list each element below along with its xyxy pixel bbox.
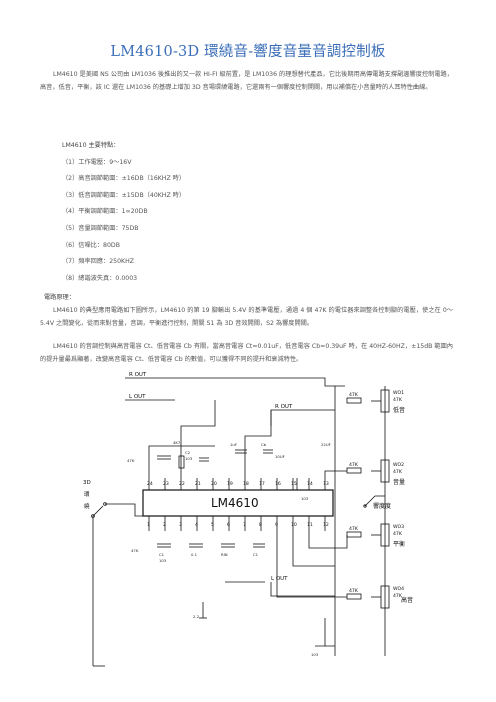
component-label: Cb — [261, 442, 267, 447]
rout-top-label: R OUT — [129, 372, 147, 378]
pot-value: 47K — [393, 531, 403, 537]
lout-top-label: L OUT — [129, 394, 146, 400]
pin-label: 22 — [179, 481, 185, 487]
pin-label: 15 — [291, 481, 297, 487]
component-label: 1uF — [230, 442, 237, 447]
switch-surround-label-2: 繞 — [84, 502, 90, 510]
feature-item: （4）平衡調節範圍：1∞20DB — [62, 208, 148, 216]
component-label: C1 — [253, 552, 259, 557]
series-res: 47K — [349, 462, 359, 468]
component-label: 103 — [311, 652, 319, 657]
feature-item: （5）音量調節範圍：75DB — [62, 224, 139, 232]
pot-name-volume: 音量 — [393, 478, 405, 486]
rout-mid-label: R OUT — [275, 404, 293, 410]
component-label: 4K7 — [173, 440, 181, 445]
pot-ref: WO4 — [393, 586, 404, 592]
pin-label: 6 — [227, 522, 230, 528]
pin-label: 5 — [211, 522, 214, 528]
pin-label: 11 — [307, 522, 313, 528]
pot-value: 47K — [393, 397, 403, 403]
pot-value: 47K — [393, 469, 403, 475]
pin-label: 4 — [195, 522, 198, 528]
pin-label: 9 — [275, 522, 278, 528]
component-label: RIN — [221, 552, 228, 557]
feature-item: （2）高音調節範圍：±16DB（16KHZ 時） — [62, 175, 186, 183]
pot-name-treble: 高音 — [401, 596, 413, 604]
component-label: 10UF — [275, 454, 285, 459]
feature-item: （8）總諧波失真：0.0003 — [62, 274, 138, 282]
pin-label: 1 — [147, 522, 150, 528]
pin-label: 21 — [195, 481, 201, 487]
component-label: 103 — [159, 558, 167, 563]
pot-ref: WO2 — [393, 462, 404, 468]
page-title: LM4610-3D 環繞音-響度音量音調控制板 — [110, 44, 386, 60]
pin-label: 10 — [291, 522, 297, 528]
principle-text: LM4610 的典型應用電路如下圖所示，LM4610 的第 19 腳輸出 5.4… — [40, 307, 453, 327]
chip-label: LM4610 — [211, 496, 259, 510]
series-res: 47K — [349, 526, 359, 532]
pin-label: 8 — [259, 522, 262, 528]
features-list: LM4610 主要特點： （1）工作電壓：9～16V （2）高音調節範圍：±16… — [62, 138, 362, 287]
features-heading: LM4610 主要特點： — [62, 142, 120, 149]
pin-label: 16 — [275, 481, 281, 487]
component-label: 103 — [301, 496, 309, 501]
pin-label: 18 — [243, 481, 249, 487]
intro-paragraph: LM4610 是美國 NS 公司由 LM1036 後推出的又一款 HI-FI 級… — [40, 68, 453, 94]
pin-label: 13 — [323, 481, 329, 487]
component-label: 0.1 — [191, 552, 198, 557]
feature-item: （7）頻率回應：250KHZ — [62, 258, 135, 266]
principle-paragraph: 電路原理： LM4610 的典型應用電路如下圖所示，LM4610 的第 19 腳… — [40, 291, 453, 330]
lout-mid-label: L OUT — [271, 576, 288, 582]
component-label: 22UF — [321, 442, 331, 447]
pin-label: 12 — [323, 522, 329, 528]
principle-heading: 電路原理： — [44, 294, 75, 301]
component-label: 47K — [127, 458, 135, 463]
component-label: C1 — [159, 552, 165, 557]
pot-ref: WO3 — [393, 524, 404, 530]
tone-text: LM4610 的音調控制與高音電容 Ct、低音電容 Cb 有關，當高音電容 Ct… — [40, 343, 453, 363]
pin-label: 20 — [211, 481, 217, 487]
series-res: 47K — [349, 392, 359, 398]
feature-item: （3）低音調節範圍：±15DB（40KHZ 時） — [62, 191, 186, 199]
pin-label: 17 — [259, 481, 265, 487]
pin-label: 23 — [163, 481, 169, 487]
component-label: 47K — [131, 548, 139, 553]
pot-ref: WO1 — [393, 390, 404, 396]
feature-item: （1）工作電壓：9～16V — [62, 158, 132, 166]
pin-label: 3 — [179, 522, 182, 528]
component-label: 103 — [185, 456, 193, 461]
series-res: 47K — [349, 588, 359, 594]
pin-label: 24 — [147, 481, 153, 487]
pot-name-balance: 平衡 — [393, 540, 405, 548]
pot-value: 47K — [393, 593, 403, 599]
switch-surround-label-1: 環 — [84, 491, 90, 498]
feature-item: （6）信噪比：80DB — [62, 241, 120, 249]
component-label: 2.2 — [193, 614, 200, 619]
pin-label: 19 — [227, 481, 233, 487]
tone-paragraph: LM4610 的音調控制與高音電容 Ct、低音電容 Cb 有關，當高音電容 Ct… — [40, 340, 453, 366]
circuit-diagram: R OUT L OUT R OUT L OUT 3D 環 繞 LM4610 24… — [83, 372, 413, 667]
pin-label: 7 — [243, 522, 246, 528]
intro-text: LM4610 是美國 NS 公司由 LM1036 後推出的又一款 HI-FI 級… — [40, 71, 453, 91]
loudness-label: 響度度 — [373, 502, 391, 510]
pin-label: 2 — [163, 522, 166, 528]
pot-name-bass: 低音 — [393, 406, 405, 414]
pin-label: 14 — [307, 481, 313, 487]
component-label: C2 — [185, 450, 191, 455]
switch-3d-label: 3D — [83, 480, 91, 486]
